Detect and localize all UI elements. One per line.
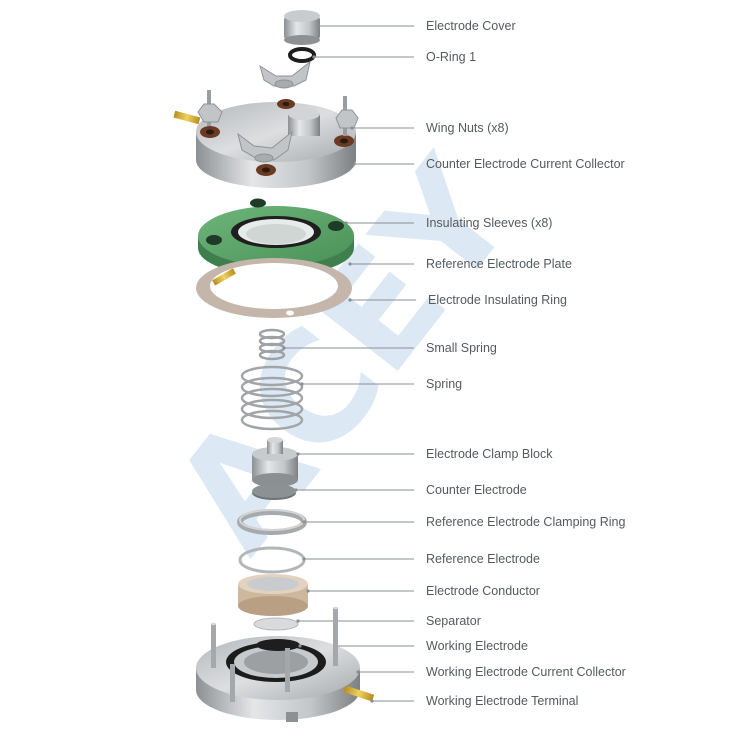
label-small-spring: Small Spring (426, 341, 497, 355)
label-working-electrode-terminal: Working Electrode Terminal (426, 694, 579, 708)
label-counter-electrode-current-collector: Counter Electrode Current Collector (426, 157, 625, 171)
label-electrode-insulating-ring: Electrode Insulating Ring (428, 293, 567, 307)
leader-anchor-working-electrode-current-collector (356, 670, 360, 674)
leader-anchor-counter-electrode-current-collector (352, 162, 356, 166)
label-wing-nuts: Wing Nuts (x8) (426, 121, 509, 135)
leader-anchor-wing-nuts (350, 126, 354, 130)
label-electrode-cover: Electrode Cover (426, 19, 516, 33)
electrode-cover-part (284, 10, 320, 45)
spring-part (240, 365, 304, 431)
label-reference-electrode-clamping-ring: Reference Electrode Clamping Ring (426, 515, 626, 529)
insulating-ring-part (196, 258, 352, 318)
o-ring-1-part (288, 47, 316, 63)
leader-anchor-counter-electrode (294, 488, 298, 492)
leader-anchor-electrode-insulating-ring (348, 298, 352, 302)
clamp-block-part (252, 437, 298, 487)
leader-anchor-electrode-cover (316, 24, 320, 28)
wing-nuts-part (197, 60, 359, 163)
leader-anchor-insulating-sleeves (344, 221, 348, 225)
leader-anchor-reference-electrode-clamping-ring (302, 520, 306, 524)
leader-anchor-o-ring-1 (312, 55, 316, 59)
leader-anchor-working-electrode-terminal (370, 699, 374, 703)
label-o-ring-1: O-Ring 1 (426, 50, 477, 64)
counter-electrode-part (252, 484, 296, 500)
label-separator: Separator (426, 614, 481, 628)
separator-part (253, 617, 299, 631)
leader-anchor-small-spring (282, 346, 286, 350)
leader-anchor-spring (300, 382, 304, 386)
label-working-electrode: Working Electrode (426, 639, 528, 653)
leader-lines (284, 25, 416, 702)
label-insulating-sleeves: Insulating Sleeves (x8) (426, 216, 553, 230)
leader-anchor-electrode-clamp-block (296, 452, 300, 456)
label-working-electrode-current-collector: Working Electrode Current Collector (426, 665, 626, 679)
leader-anchor-working-electrode (298, 644, 302, 648)
label-counter-electrode: Counter Electrode (426, 483, 527, 497)
leader-anchor-separator (296, 619, 300, 623)
label-electrode-conductor: Electrode Conductor (426, 584, 540, 598)
leader-anchor-reference-electrode (302, 557, 306, 561)
counter-collector-part (173, 90, 356, 188)
label-reference-electrode: Reference Electrode (426, 552, 540, 566)
leader-anchor-reference-electrode-plate (348, 262, 352, 266)
leader-anchor-electrode-conductor (306, 589, 310, 593)
working-collector-part (196, 606, 375, 722)
label-reference-electrode-plate: Reference Electrode Plate (426, 257, 572, 271)
electrode-conductor-part (238, 574, 308, 616)
leader-anchors (282, 24, 374, 703)
label-spring: Spring (426, 377, 463, 391)
label-electrode-clamp-block: Electrode Clamp Block (426, 447, 553, 461)
